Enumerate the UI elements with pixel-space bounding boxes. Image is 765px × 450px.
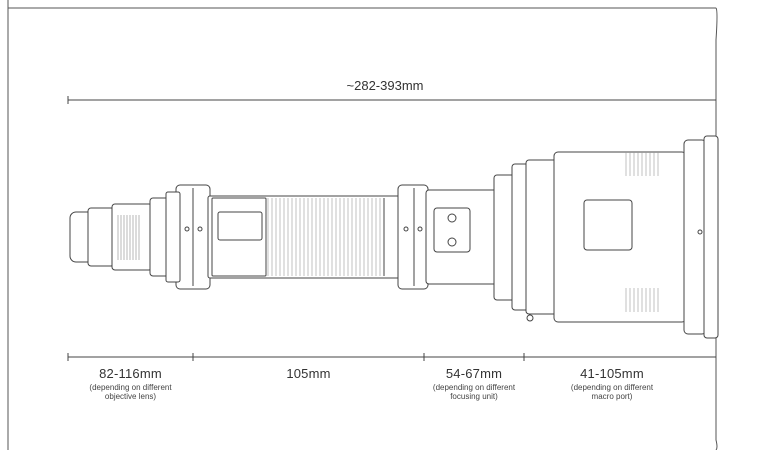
segment-macro-note-1: (depending on different xyxy=(570,383,654,392)
segment-dimension-line xyxy=(67,353,716,361)
segment-objective-note-2: objective lens) xyxy=(104,392,157,401)
segment-macro-length: 41-105mm xyxy=(580,366,644,381)
segment-objective-lens: 82-116mm (depending on different objecti… xyxy=(68,366,193,401)
extension-tube xyxy=(207,195,405,279)
overall-length-label: ~282-393mm xyxy=(346,78,424,93)
segment-macro-port: 41-105mm (depending on different macro p… xyxy=(542,366,682,401)
lens-illustration xyxy=(69,135,719,339)
coupling-ring-2 xyxy=(397,184,429,290)
segment-objective-length: 82-116mm xyxy=(99,366,162,381)
segment-focusing-note-2: focusing unit) xyxy=(450,392,498,401)
focusing-unit xyxy=(425,163,534,322)
coupling-ring-1 xyxy=(165,184,211,290)
macro-port xyxy=(525,135,719,339)
objective-lens-part xyxy=(69,197,181,277)
overall-dimension-line xyxy=(67,96,716,104)
segment-objective-note-1: (depending on different xyxy=(89,383,172,392)
segment-extension-length: 105mm xyxy=(286,366,331,381)
segment-extension-tube: 105mm xyxy=(193,366,424,381)
segment-focusing-unit: 54-67mm (depending on different focusing… xyxy=(414,366,534,401)
segment-focusing-length: 54-67mm xyxy=(445,366,503,381)
segment-focusing-note-1: (depending on different xyxy=(432,383,516,392)
segment-macro-note-2: macro port) xyxy=(591,392,633,401)
